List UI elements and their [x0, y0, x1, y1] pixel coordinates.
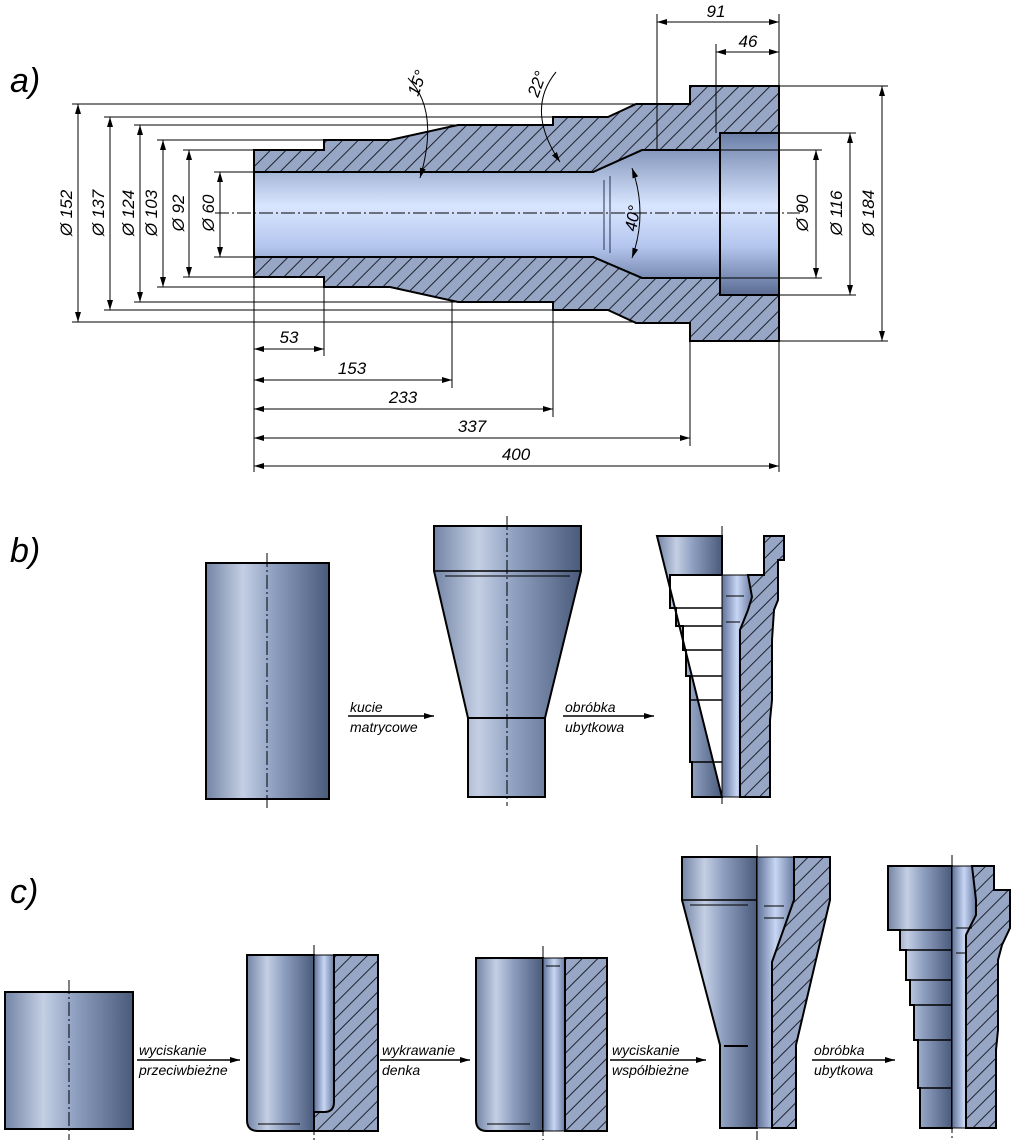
c-billet: [4, 980, 134, 1140]
dim-337: 337: [458, 417, 487, 436]
bottom-length-dimensions: 53 153 233 337 400: [253, 277, 780, 472]
c-step1-line2: przeciwbieżne: [138, 1062, 228, 1078]
dim-d116: Ø 116: [827, 190, 846, 237]
dim-d60: Ø 60: [199, 194, 218, 232]
c-arrow-3: wyciskanie współbieżne: [610, 1042, 706, 1078]
b-step2-line2: ubytkowa: [565, 719, 624, 735]
angle-22: 22°: [524, 69, 551, 101]
b-machined-part: [655, 526, 785, 806]
c-step2-line1: wykrawanie: [382, 1042, 455, 1058]
c-arrow-1: wyciskanie przeciwbieżne: [137, 1042, 240, 1078]
c-step1-line1: wyciskanie: [139, 1042, 207, 1058]
c-arrow-4: obróbka ubytkowa: [812, 1042, 895, 1078]
dim-53: 53: [280, 328, 299, 347]
dim-d90: Ø 90: [793, 194, 812, 232]
angle-15: 15°: [404, 68, 431, 99]
dim-d124: Ø 124: [119, 190, 138, 237]
section-c-label: c): [10, 873, 38, 911]
right-diameter-dimensions: Ø 90 Ø 116 Ø 184: [720, 85, 888, 342]
top-length-dimensions: 91 46: [656, 2, 780, 150]
section-b-label: b): [10, 532, 40, 570]
angle-40: 40°: [621, 204, 644, 233]
c-machined-part: [887, 855, 1011, 1140]
c-step4-line2: ubytkowa: [814, 1062, 873, 1078]
dim-d184: Ø 184: [859, 190, 878, 237]
part-section-view: [215, 85, 800, 342]
dim-91: 91: [707, 2, 726, 21]
c-step4-line1: obróbka: [814, 1042, 865, 1058]
left-diameter-dimensions: Ø 152 Ø 137 Ø 124 Ø 103 Ø 92 Ø 60: [57, 103, 636, 323]
b-billet: [205, 553, 330, 808]
c-extruded-forging: [681, 845, 831, 1140]
b-step1-line1: kucie: [350, 699, 383, 715]
dim-400: 400: [502, 445, 531, 464]
c-arrow-2: wykrawanie denka: [380, 1042, 470, 1078]
b-arrow-2: obróbka ubytkowa: [563, 699, 654, 735]
b-arrow-1: kucie matrycowe: [348, 699, 434, 735]
c-step3-line2: współbieżne: [612, 1062, 689, 1078]
b-forging: [433, 516, 582, 806]
dim-d137: Ø 137: [89, 189, 108, 237]
dim-d152: Ø 152: [57, 189, 76, 237]
section-a-label: a): [10, 62, 40, 100]
b-step2-line1: obróbka: [565, 699, 616, 715]
dim-153: 153: [338, 359, 367, 378]
dim-d92: Ø 92: [169, 194, 188, 232]
dim-46: 46: [739, 32, 758, 51]
dim-233: 233: [388, 388, 418, 407]
c-step3-line1: wyciskanie: [612, 1042, 680, 1058]
c-tube: [475, 946, 608, 1140]
c-cup: [246, 945, 379, 1140]
b-step1-line2: matrycowe: [350, 719, 418, 735]
dim-d103: Ø 103: [142, 189, 161, 237]
c-step2-line2: denka: [382, 1062, 420, 1078]
